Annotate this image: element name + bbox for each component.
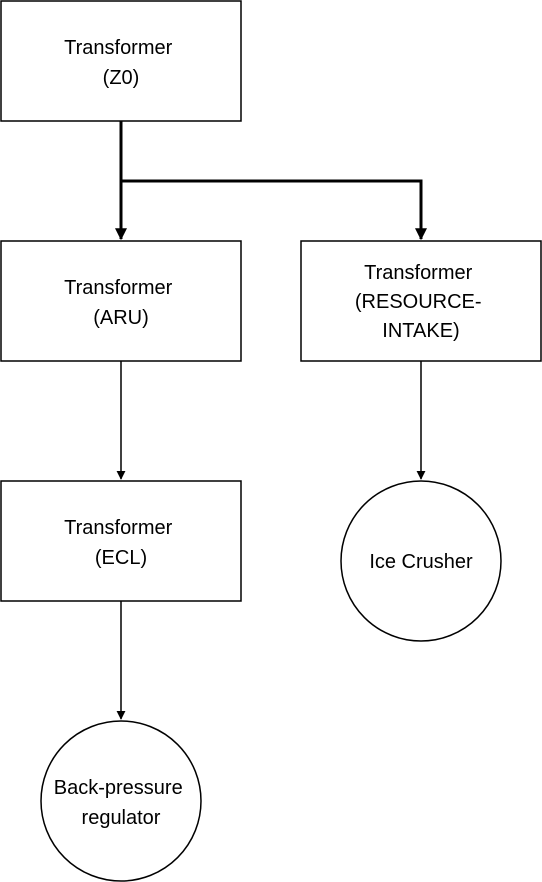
node-label-line: Back-pressure	[54, 777, 183, 799]
node-back-pressure-regulator[interactable]: Back-pressure regulator	[40, 720, 202, 882]
node-label-line: (Z0)	[103, 67, 140, 89]
node-label-line: Transformer	[64, 277, 173, 299]
node-label-line: Ice Crusher	[369, 551, 473, 573]
node-transformer-z0[interactable]: Transformer (Z0)	[0, 0, 242, 122]
node-label: Transformer (ECL)	[64, 517, 178, 569]
node-label-line: regulator	[82, 807, 161, 829]
node-transformer-resource-intake[interactable]: Transformer (RESOURCE- INTAKE)	[300, 240, 542, 362]
node-label-line: Transformer	[364, 262, 473, 284]
node-label-line: INTAKE)	[382, 320, 459, 342]
connector-z0-to-resource-intake	[121, 179, 427, 241]
node-label: Transformer (ARU)	[64, 277, 178, 329]
node-transformer-aru[interactable]: Transformer (ARU)	[0, 240, 242, 362]
node-label-line: (RESOURCE-	[355, 291, 482, 313]
connectors	[115, 121, 427, 720]
node-box	[0, 240, 242, 362]
node-box	[0, 0, 242, 122]
node-label: Transformer (RESOURCE- INTAKE)	[355, 262, 487, 342]
node-label-line: (ECL)	[95, 547, 147, 569]
node-ice-crusher[interactable]: Ice Crusher	[340, 480, 502, 642]
node-label: Back-pressure regulator	[54, 777, 189, 829]
node-label: Transformer (Z0)	[64, 37, 178, 89]
node-label: Ice Crusher	[369, 551, 473, 573]
node-circle	[340, 480, 502, 642]
node-box	[0, 480, 242, 602]
node-label-line: Transformer	[64, 37, 173, 59]
node-transformer-ecl[interactable]: Transformer (ECL)	[0, 480, 242, 602]
node-label-line: Transformer	[64, 517, 173, 539]
node-box	[300, 240, 542, 362]
node-circle	[40, 720, 202, 882]
node-label-line: (ARU)	[93, 307, 149, 329]
